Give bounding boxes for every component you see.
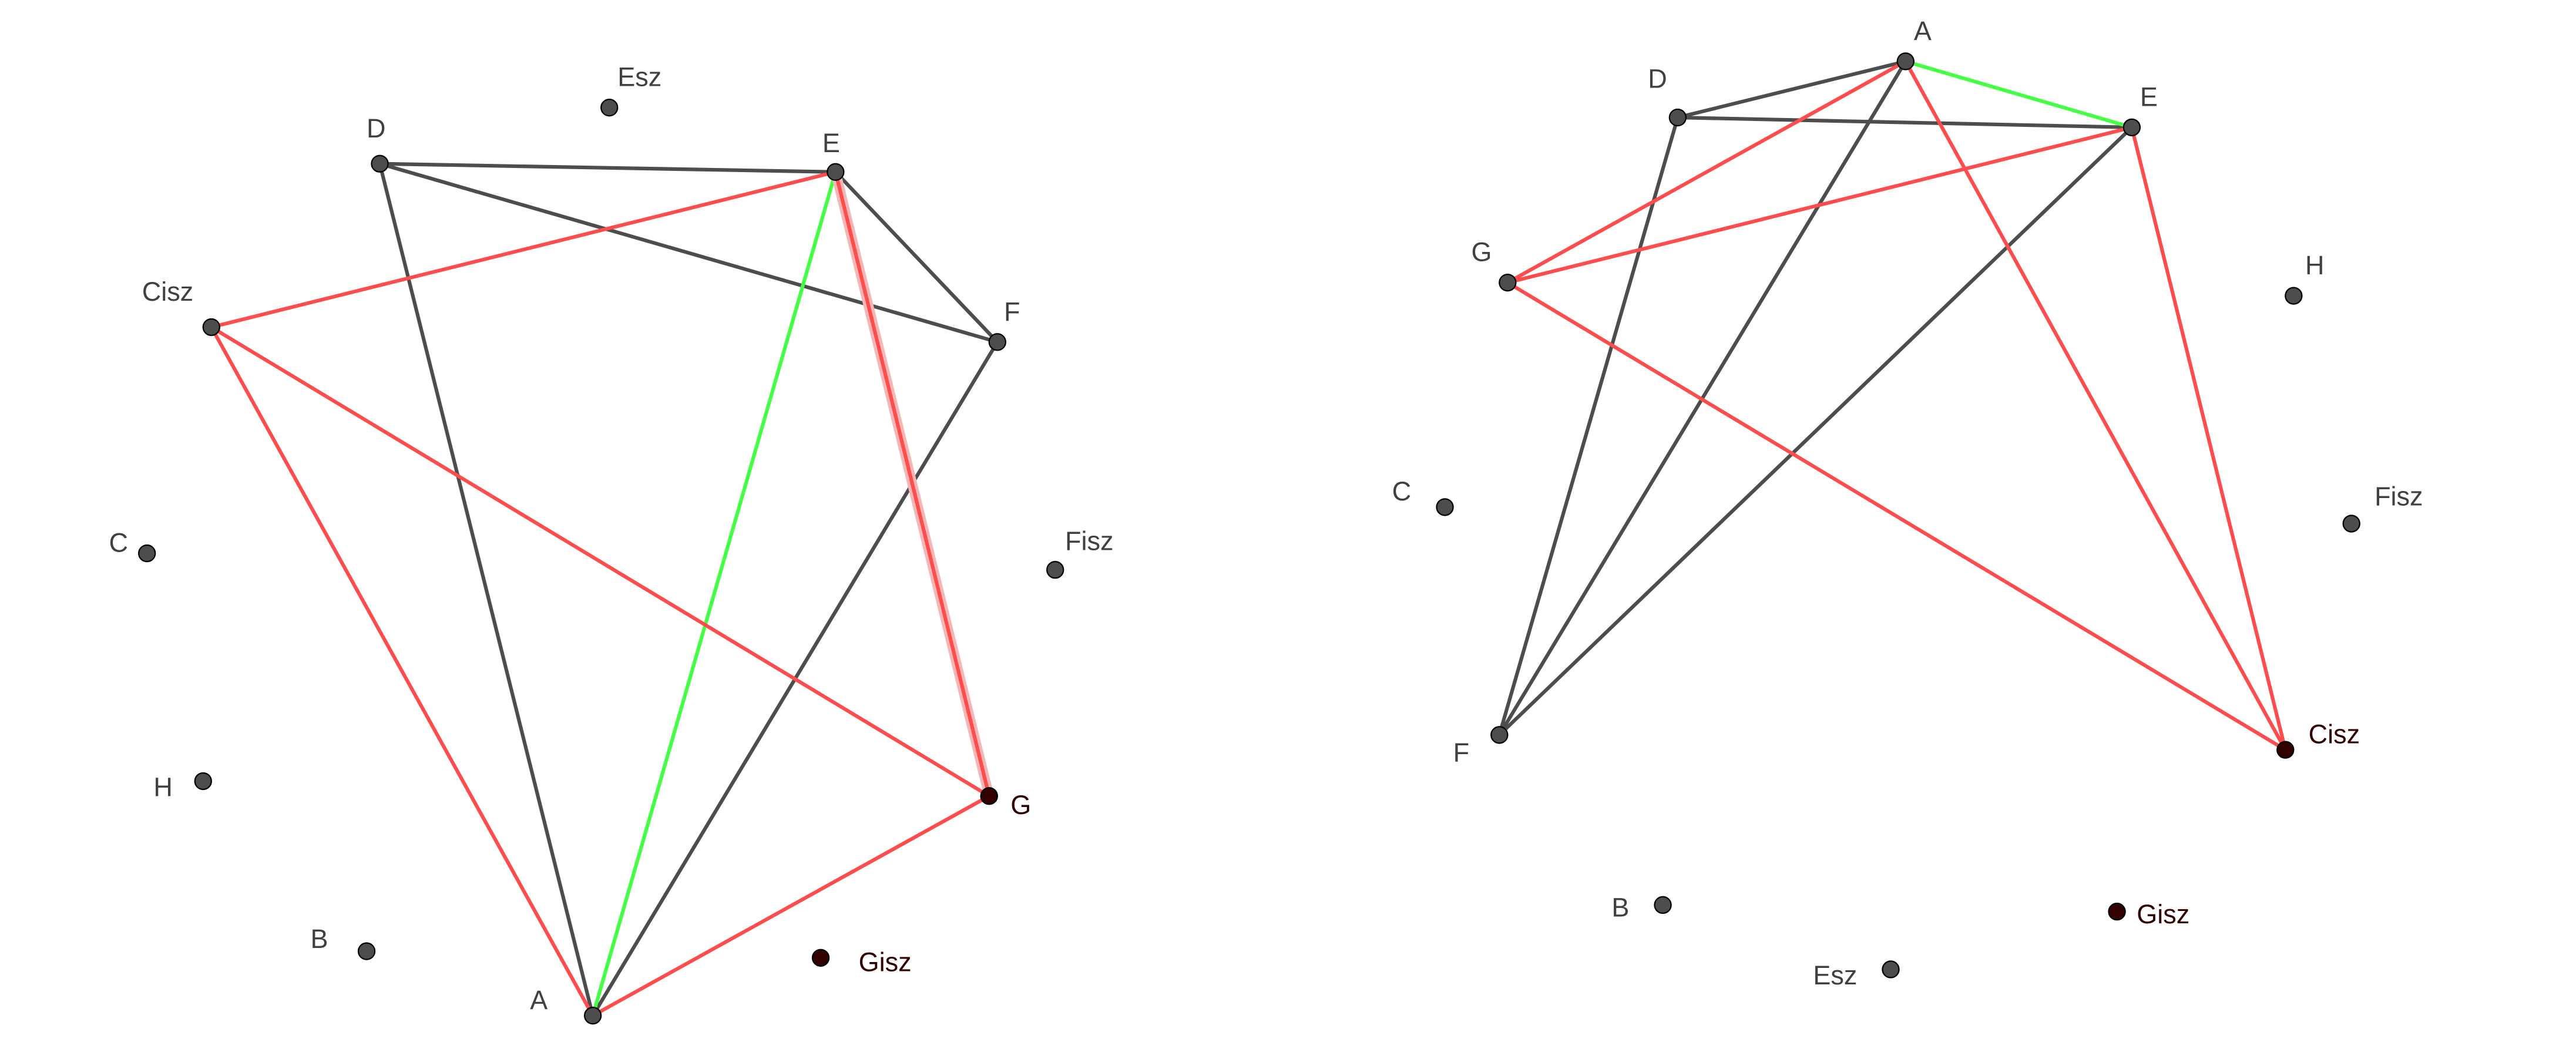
edge-G-E[interactable] xyxy=(1507,125,2132,285)
point-A[interactable] xyxy=(1896,52,1915,70)
point-label-D: D xyxy=(1648,63,1667,93)
point-H[interactable] xyxy=(194,772,212,791)
edge-D-F[interactable] xyxy=(379,162,998,344)
edge-Cisz-E[interactable] xyxy=(211,170,837,329)
edge-Cisz-G[interactable] xyxy=(210,325,990,798)
point-label-H: H xyxy=(2305,250,2324,280)
edge-G-Cisz[interactable] xyxy=(1506,281,2286,752)
point-label-H: H xyxy=(153,772,172,802)
point-Fisz[interactable] xyxy=(2342,515,2360,533)
point-G[interactable] xyxy=(980,787,998,805)
point-label-F: F xyxy=(1004,297,1020,327)
point-Esz[interactable] xyxy=(1882,960,1900,979)
point-Gisz[interactable] xyxy=(811,949,830,967)
edge-E-Cisz[interactable] xyxy=(2130,127,2288,751)
point-label-Fisz: Fisz xyxy=(1065,526,1113,556)
point-label-Cisz: Cisz xyxy=(2309,719,2360,749)
point-label-Gisz: Gisz xyxy=(859,947,912,977)
edge-D-F[interactable] xyxy=(1497,117,1680,736)
edge-E-F[interactable] xyxy=(1498,126,2134,737)
point-label-Esz: Esz xyxy=(617,62,661,92)
point-label-G: G xyxy=(1010,790,1031,820)
point-E[interactable] xyxy=(827,163,845,181)
point-F[interactable] xyxy=(988,333,1006,351)
edge-A-E[interactable] xyxy=(1905,59,2132,129)
point-label-Gisz: Gisz xyxy=(2137,899,2189,929)
point-label-B: B xyxy=(1611,893,1629,923)
point-C[interactable] xyxy=(137,544,156,563)
point-Fisz[interactable] xyxy=(1046,561,1064,579)
point-label-D: D xyxy=(367,113,385,143)
edge-E-A[interactable] xyxy=(591,171,838,1017)
point-Cisz[interactable] xyxy=(2276,741,2295,759)
edge-Cisz-A[interactable] xyxy=(210,326,595,1017)
point-A[interactable] xyxy=(583,1006,602,1025)
point-Cisz[interactable] xyxy=(202,318,220,337)
edge-A-Cisz[interactable] xyxy=(1904,60,2287,751)
edge-D-A[interactable] xyxy=(1677,59,1906,120)
point-label-B: B xyxy=(310,924,328,954)
point-B[interactable] xyxy=(357,942,376,960)
point-label-E: E xyxy=(822,128,840,158)
point-label-F: F xyxy=(1453,737,1469,767)
point-label-A: A xyxy=(530,985,548,1015)
edge-G-A[interactable] xyxy=(592,794,990,1017)
edge-D-A[interactable] xyxy=(378,163,595,1016)
point-label-C: C xyxy=(1392,476,1411,506)
point-label-C: C xyxy=(109,527,128,557)
edge-D-E[interactable] xyxy=(379,162,836,174)
edge-D-E[interactable] xyxy=(1677,115,2132,130)
point-label-Cisz: Cisz xyxy=(142,277,193,307)
edge-E-G[interactable] xyxy=(834,172,991,797)
edge-A-G[interactable] xyxy=(1506,59,1907,284)
point-C[interactable] xyxy=(1436,498,1454,516)
point-label-A: A xyxy=(1914,16,1932,46)
point-D[interactable] xyxy=(371,154,389,173)
point-Esz[interactable] xyxy=(600,99,619,117)
point-D[interactable] xyxy=(1668,108,1687,127)
point-label-G: G xyxy=(1472,237,1492,267)
point-G[interactable] xyxy=(1499,273,1517,292)
point-B[interactable] xyxy=(1654,896,1672,914)
edge-E-F[interactable] xyxy=(834,170,999,344)
point-F[interactable] xyxy=(1490,726,1509,744)
point-H[interactable] xyxy=(2285,287,2303,305)
point-E[interactable] xyxy=(2122,118,2141,137)
point-Gisz[interactable] xyxy=(2108,902,2126,921)
point-label-Fisz: Fisz xyxy=(2375,482,2423,512)
point-label-Esz: Esz xyxy=(1813,960,1857,990)
point-label-E: E xyxy=(2140,82,2158,112)
